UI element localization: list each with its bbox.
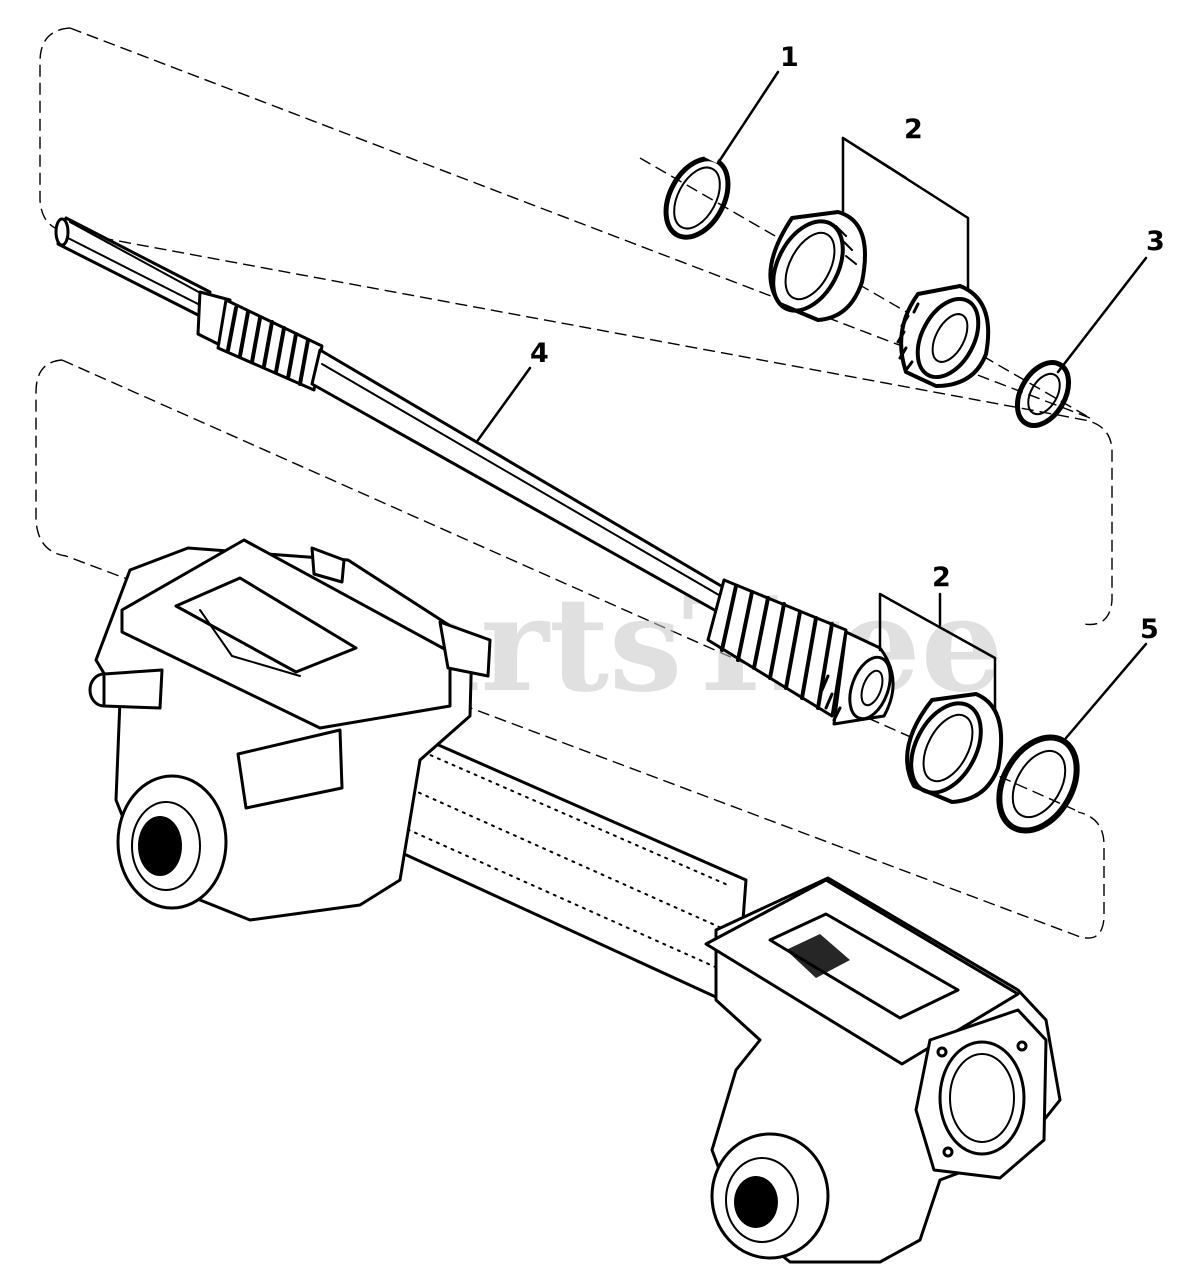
bearing-cone-upper-part	[896, 284, 991, 388]
bearing-cup-upper-part	[768, 210, 867, 322]
axle-housing-part	[88, 538, 1062, 1264]
callout-5: 5	[1140, 614, 1159, 645]
bearing-cup-lower-part	[905, 692, 1004, 804]
callout-3: 3	[1146, 226, 1165, 257]
callout-4: 4	[530, 338, 549, 369]
thrust-washer-part	[1014, 360, 1072, 428]
callout-1: 1	[780, 42, 799, 73]
callout-2-lower: 2	[932, 562, 951, 593]
callout-2-upper: 2	[904, 114, 923, 145]
leader-lines	[476, 70, 1148, 740]
lower-group-outline	[35, 359, 1105, 939]
axis-centerline	[639, 157, 1091, 419]
worm-shaft-part	[54, 216, 895, 726]
snap-ring-part	[663, 150, 731, 240]
shim-washer-part	[996, 734, 1080, 834]
